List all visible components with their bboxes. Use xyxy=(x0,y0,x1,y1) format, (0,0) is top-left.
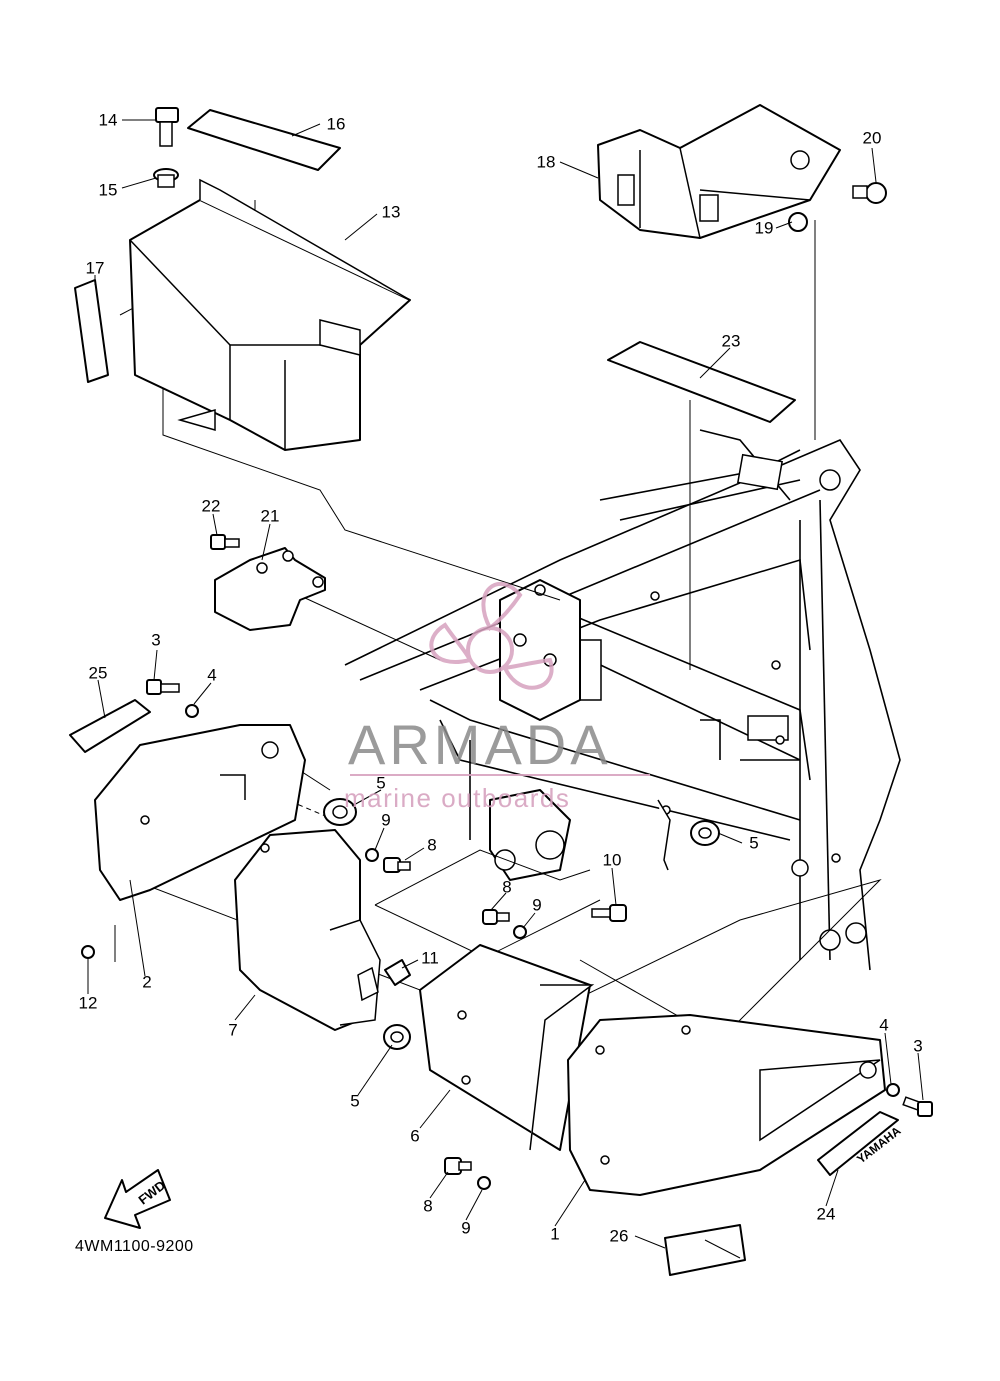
part-5-damper-mid xyxy=(657,799,720,871)
callout-17: 17 xyxy=(85,258,105,278)
callout-18: 18 xyxy=(536,152,556,172)
callout-3-left: 3 xyxy=(151,630,161,650)
part-15-collar xyxy=(153,168,179,188)
watermark-propeller-icon xyxy=(429,582,554,690)
watermark-tagline: marine outboards xyxy=(344,783,571,813)
callout-24: 24 xyxy=(816,1204,836,1224)
part-7-cover xyxy=(234,829,381,1031)
part-5-damper-lower xyxy=(383,1024,411,1050)
part-23-pad xyxy=(607,341,796,423)
part-9-washer-upper xyxy=(365,848,379,862)
callout-16: 16 xyxy=(326,114,346,134)
watermark-brand: ARMADA xyxy=(348,713,612,776)
callout-4-left: 4 xyxy=(207,665,217,685)
callout-22: 22 xyxy=(201,496,221,516)
part-1-side-cover-right xyxy=(567,1014,886,1196)
part-24-emblem xyxy=(817,1111,899,1176)
callout-8-lower: 8 xyxy=(423,1196,433,1216)
callout-5-upper: 5 xyxy=(376,773,386,793)
callout-5-mid: 5 xyxy=(749,833,759,853)
part-6-side-cover xyxy=(419,944,595,1151)
callout-3-right: 3 xyxy=(913,1036,923,1056)
part-22-bolt xyxy=(210,534,240,550)
part-26-label xyxy=(664,1224,746,1276)
part-2-side-cover-left xyxy=(94,724,306,901)
callout-8-upper: 8 xyxy=(427,835,437,855)
part-10-bolt xyxy=(591,904,627,922)
part-3-bolt-right xyxy=(902,1096,933,1117)
callout-2: 2 xyxy=(142,972,152,992)
callout-26: 26 xyxy=(609,1226,629,1246)
part-18-battery-holder xyxy=(597,104,841,239)
callout-9-upper: 9 xyxy=(381,810,391,830)
fwd-arrow-icon xyxy=(104,1169,171,1229)
part-19-nut xyxy=(788,212,808,232)
part-25-emblem xyxy=(69,699,151,753)
callout-12: 12 xyxy=(78,993,98,1013)
part-4-washer-right xyxy=(886,1083,900,1097)
callout-14: 14 xyxy=(98,110,118,130)
callout-5-lower: 5 xyxy=(350,1091,360,1111)
part-5-damper-upper xyxy=(323,798,357,826)
callout-11: 11 xyxy=(421,948,439,968)
part-16-pad xyxy=(187,109,341,171)
callout-19: 19 xyxy=(754,218,774,238)
part-3-bolt-left xyxy=(146,679,180,695)
callout-1: 1 xyxy=(550,1224,560,1244)
part-4-washer-left xyxy=(185,704,199,718)
part-8-screw-mid xyxy=(482,909,510,925)
frame-structure xyxy=(344,429,901,971)
diagram-code: 4WM1100-9200 xyxy=(75,1238,194,1255)
callout-20: 20 xyxy=(862,128,882,148)
callout-10: 10 xyxy=(602,850,622,870)
callout-21: 21 xyxy=(260,506,280,526)
callout-4-right: 4 xyxy=(879,1015,889,1035)
part-13-battery-box xyxy=(129,178,411,451)
callout-9-mid: 9 xyxy=(532,895,542,915)
part-9-washer-mid xyxy=(513,925,527,939)
callout-25: 25 xyxy=(88,663,108,683)
part-8-screw-lower xyxy=(444,1157,472,1175)
callout-15: 15 xyxy=(98,180,118,200)
part-9-washer-lower xyxy=(477,1176,491,1190)
part-20-bolt xyxy=(852,182,887,204)
part-8-screw-upper xyxy=(383,857,411,873)
callout-9-lower: 9 xyxy=(461,1218,471,1238)
callout-6: 6 xyxy=(410,1126,420,1146)
callout-7: 7 xyxy=(228,1020,238,1040)
part-12-grommet xyxy=(81,945,95,959)
part-11-clip xyxy=(357,959,411,1002)
watermark-divider xyxy=(350,774,650,776)
callout-23: 23 xyxy=(721,331,741,351)
part-21-bracket xyxy=(214,547,326,631)
part-14-bolt xyxy=(155,107,179,147)
leader-lines xyxy=(87,119,924,1259)
callout-13: 13 xyxy=(381,202,401,222)
callout-8-mid: 8 xyxy=(502,877,512,897)
part-17-pad xyxy=(74,279,109,383)
